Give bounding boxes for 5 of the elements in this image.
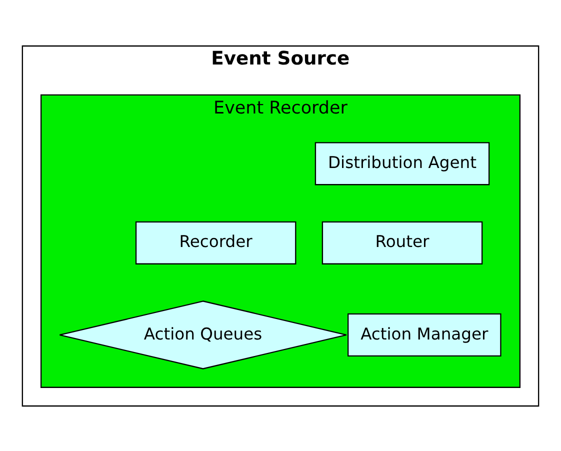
node-diamond: Action Queues (59, 300, 347, 369)
node-box: Action Manager (348, 312, 502, 356)
node-box: Recorder (135, 220, 296, 264)
node-box: Distribution Agent (314, 142, 490, 185)
node-box: Router (322, 220, 483, 264)
